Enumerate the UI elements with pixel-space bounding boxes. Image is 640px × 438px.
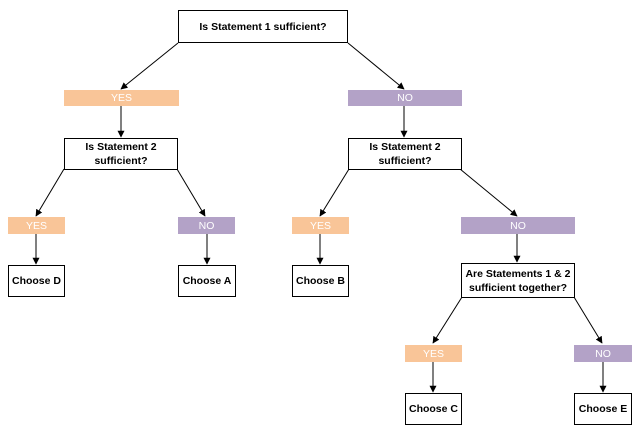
answer-choose-d: Choose D <box>8 265 65 297</box>
branch-q1-yes: YES <box>64 90 179 106</box>
branch-q2-left-no: NO <box>178 217 235 234</box>
answer-choose-e: Choose E <box>574 393 632 425</box>
branch-q2-left-yes: YES <box>8 217 65 234</box>
question-statements-together-line-2: sufficient together? <box>468 281 567 294</box>
question-statement-1: Is Statement 1 sufficient? <box>178 10 348 43</box>
answer-choose-a: Choose A <box>178 265 236 297</box>
answer-choose-d-text: Choose D <box>11 275 61 287</box>
answer-choose-b-text: Choose B <box>295 275 345 287</box>
question-statement-2-right-line-1: Is Statement 2 <box>369 141 441 153</box>
answer-choose-c-text: Choose C <box>408 403 458 415</box>
arrow-q2-right-to-yes <box>319 168 350 217</box>
arrow-q2-left-to-no <box>176 168 206 217</box>
question-statements-together-line-1: Are Statements 1 & 2 <box>465 267 571 280</box>
branch-q2-right-no: NO <box>461 217 575 234</box>
answer-choose-b: Choose B <box>292 265 349 297</box>
arrow-q1-to-no <box>347 42 405 90</box>
question-statement-2-left-line-1: Is Statement 2 <box>85 141 157 153</box>
branch-q1-no: NO <box>348 90 462 106</box>
question-statement-2-right: Is Statement 2 sufficient? <box>348 138 462 170</box>
branch-q3-yes: YES <box>405 345 462 362</box>
question-statements-together: Are Statements 1 & 2 sufficient together… <box>461 263 575 298</box>
question-statement-1-text: Is Statement 1 sufficient? <box>199 20 327 33</box>
question-statement-2-left-line-2: sufficient? <box>94 155 148 167</box>
branch-q2-right-yes: YES <box>292 217 349 234</box>
question-statement-2-right-line-2: sufficient? <box>378 155 432 167</box>
arrow-q2-left-to-yes <box>35 168 65 217</box>
answer-choose-c: Choose C <box>405 393 462 425</box>
branch-q3-no: NO <box>574 345 632 362</box>
answer-choose-a-text: Choose A <box>182 275 232 287</box>
answer-choose-e-text: Choose E <box>578 403 628 415</box>
question-statement-2-left: Is Statement 2 sufficient? <box>64 138 178 170</box>
arrow-q2-right-to-no <box>459 168 518 217</box>
arrow-q3-to-no <box>573 296 603 344</box>
arrow-q1-to-yes <box>120 42 179 90</box>
arrow-q3-to-yes <box>432 296 463 344</box>
